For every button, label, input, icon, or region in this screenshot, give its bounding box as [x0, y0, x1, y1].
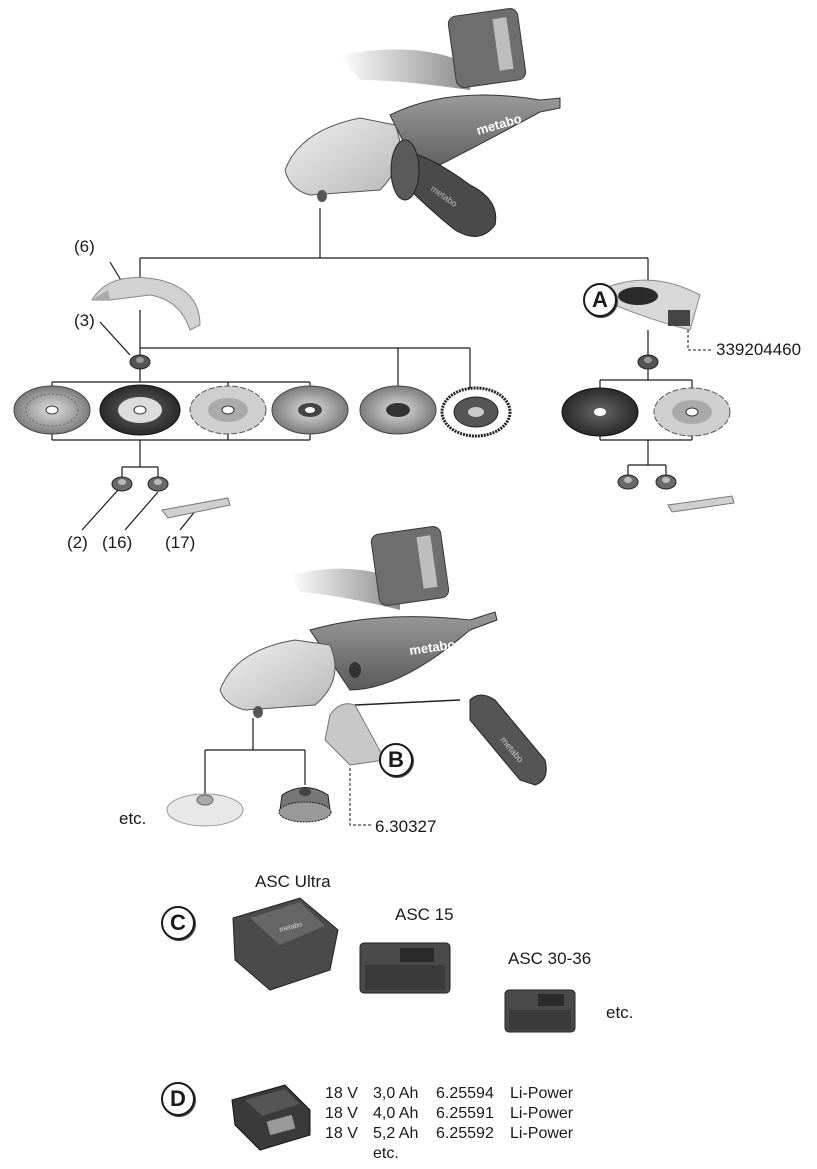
callout-quick-nut: (16) [102, 533, 133, 552]
backing-pad [166, 793, 244, 827]
grinding-disc [99, 384, 181, 436]
cup-brush [278, 787, 332, 823]
charger-label-asc-ultra: ASC Ultra [255, 872, 331, 891]
battery-voltage: 18 V [325, 1105, 358, 1122]
cutting-disc [271, 385, 349, 435]
wire-wheel-brush [440, 386, 512, 438]
pin-spanner [161, 497, 231, 519]
battery-order-number: 6.25592 [436, 1125, 494, 1142]
battery-capacity: 4,0 Ah [373, 1105, 419, 1122]
part-number-guard-a: 339204460 [716, 340, 802, 359]
quick-nut-a [655, 474, 677, 490]
angle-grinder-middle: metabo [219, 526, 498, 718]
callout-clamping-nut: (2) [67, 533, 88, 552]
charger-label-asc-15: ASC 15 [395, 905, 454, 924]
section-marker-a: A [583, 283, 617, 317]
part-number-bracket-b: 6.30327 [375, 817, 437, 836]
callout-pin-spanner: (17) [165, 533, 196, 552]
fibre-disc [359, 385, 437, 435]
side-handle: metabo [354, 694, 547, 786]
closed-wheel-guard [599, 279, 701, 331]
cutting-disc-a [561, 387, 639, 437]
battery-order-number: 6.25594 [436, 1085, 494, 1102]
inner-flange-a [637, 354, 659, 370]
svg-text:metabo: metabo [408, 637, 456, 658]
battery-voltage: 18 V [325, 1085, 358, 1102]
battery-pack [231, 1084, 311, 1151]
callout-inner-flange: (3) [74, 311, 95, 330]
handle-bracket [324, 703, 386, 766]
battery-capacity: 3,0 Ah [373, 1085, 419, 1102]
battery-type: Li-Power [510, 1085, 574, 1102]
wheel-guard [91, 277, 201, 331]
leader-guard-a [687, 325, 712, 351]
leader-bracket-b [349, 768, 372, 826]
connector-lines-middle [204, 718, 306, 795]
flap-disc [13, 385, 91, 435]
clamping-nut-a [617, 474, 639, 490]
charger-label-asc-30-36: ASC 30-36 [508, 949, 592, 968]
angle-grinder-top: metabo metabo [284, 8, 561, 237]
section-marker-c: C [161, 906, 195, 940]
battery-voltage: 18 V [325, 1125, 358, 1142]
pin-spanner-a [667, 495, 735, 513]
etc-label-chargers: etc. [606, 1003, 634, 1022]
battery-type: Li-Power [510, 1105, 574, 1122]
section-marker-b: B [379, 743, 413, 777]
charger-asc-15 [359, 942, 451, 994]
clamping-nut [111, 476, 133, 492]
diamond-disc-a [653, 387, 731, 437]
battery-capacity: 5,2 Ah [373, 1125, 419, 1142]
inner-flange [129, 354, 151, 370]
charger-asc-30-36 [504, 989, 576, 1033]
section-marker-d: D [161, 1082, 195, 1116]
callout-guard: (6) [74, 237, 95, 256]
quick-nut [147, 476, 169, 492]
battery-type: Li-Power [510, 1125, 574, 1142]
etc-label-accessories: etc. [119, 809, 147, 828]
battery-order-number: 6.25591 [436, 1105, 494, 1122]
etc-label-batteries: etc. [373, 1145, 399, 1162]
charger-asc-ultra: metabo [232, 897, 339, 991]
diamond-disc [189, 385, 267, 435]
